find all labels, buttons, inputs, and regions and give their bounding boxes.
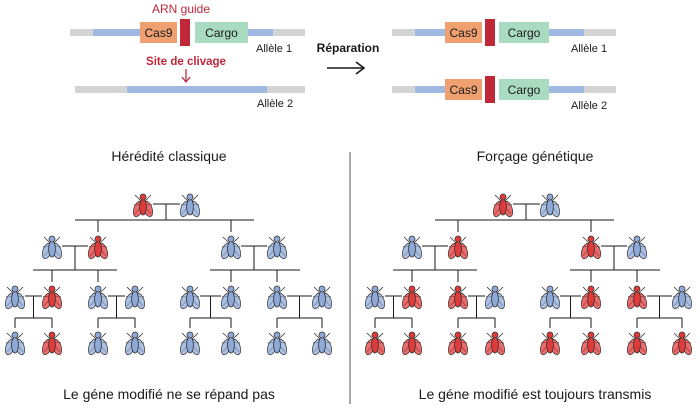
- cas9-label: Cas9: [449, 83, 477, 97]
- fly-icon-wild: [87, 285, 109, 310]
- fly-icon-modified: [626, 331, 648, 356]
- fly-icon-modified: [447, 331, 469, 356]
- fly-icon-wild: [539, 285, 561, 310]
- fly-icon-modified: [580, 331, 602, 356]
- dna-blue-left: [93, 29, 140, 36]
- fly-icon-wild: [266, 285, 288, 310]
- cas9-label: Cas9: [449, 26, 477, 40]
- dna-grey-right: [273, 29, 305, 36]
- allele-2-label: Allèle 2: [571, 100, 607, 112]
- fly-icon-wild: [220, 331, 242, 356]
- left-panel-caption: Le géne modifié ne se répand pas: [63, 386, 275, 402]
- dna-grey-left: [75, 86, 127, 93]
- classic-inheritance-pedigree: [4, 193, 333, 356]
- fly-icon-wild: [266, 235, 288, 260]
- repair-arrow: Réparation: [317, 41, 380, 75]
- fly-icon-modified: [364, 331, 386, 356]
- dna-grey-left: [70, 29, 93, 36]
- cargo-box: [499, 22, 549, 43]
- fly-icon-wild: [626, 235, 648, 260]
- dna-grey-left: [392, 86, 415, 93]
- fly-icon-wild: [220, 285, 242, 310]
- fly-icon-modified: [492, 193, 514, 218]
- fly-icon-modified: [401, 285, 423, 310]
- fly-icon-wild: [179, 285, 201, 310]
- right-panel-title: Forçage génétique: [477, 148, 594, 164]
- cargo-label: Cargo: [205, 26, 238, 40]
- fly-icon-modified: [626, 285, 648, 310]
- fly-icon-wild: [364, 285, 386, 310]
- guide-rna-box: [180, 19, 190, 46]
- cargo-label: Cargo: [508, 83, 541, 97]
- fly-icon-modified: [401, 331, 423, 356]
- fly-icon-wild: [671, 285, 693, 310]
- fly-icon-modified: [87, 235, 109, 260]
- cargo-label: Cargo: [508, 26, 541, 40]
- cas9-label: Cas9: [144, 26, 172, 40]
- allele-1-after: Cas9 Cargo Allèle 1: [392, 19, 616, 55]
- dna-blue-left: [415, 29, 445, 36]
- dna-blue-middle: [127, 86, 267, 93]
- dna-blue-right: [248, 29, 273, 36]
- fly-icon-wild: [4, 285, 26, 310]
- fly-icon-wild: [124, 331, 146, 356]
- allele-1-label: Allèle 1: [571, 43, 607, 55]
- fly-icon-wild: [311, 331, 333, 356]
- dna-blue-right: [549, 29, 584, 36]
- repair-label: Réparation: [317, 41, 380, 55]
- cargo-box: [499, 79, 549, 100]
- right-panel-caption: Le géne modifié est toujours transmis: [419, 386, 652, 402]
- fly-icon-modified: [447, 285, 469, 310]
- dna-blue-right: [549, 86, 584, 93]
- gene-drive-pedigree: [364, 193, 693, 356]
- dna-grey-right: [584, 86, 616, 93]
- fly-icon-wild: [179, 193, 201, 218]
- fly-icon-wild: [41, 235, 63, 260]
- cleavage-arrow-head: [181, 76, 191, 84]
- fly-icon-wild: [179, 331, 201, 356]
- fly-icon-modified: [41, 331, 63, 356]
- fly-icon-wild: [484, 285, 506, 310]
- cargo-box: [195, 22, 248, 43]
- fly-icon-modified: [41, 285, 63, 310]
- guide-rna-box: [485, 19, 495, 46]
- fly-icon-modified: [484, 331, 506, 356]
- cas9-box: [140, 22, 177, 43]
- cas9-box: [445, 79, 482, 100]
- fly-icon-modified: [539, 331, 561, 356]
- cas9-box: [445, 22, 482, 43]
- fly-icon-wild: [124, 285, 146, 310]
- fly-icon-modified: [580, 285, 602, 310]
- guide-rna-label: ARN guide: [152, 2, 210, 16]
- left-panel-title: Hérédité classique: [111, 148, 226, 164]
- fly-icon-modified: [580, 235, 602, 260]
- repair-arrow-head: [355, 61, 366, 75]
- fly-icon-wild: [401, 235, 423, 260]
- allele-2-label: Allèle 2: [257, 98, 293, 110]
- allele-2-before: Site de clivage Allèle 2: [75, 56, 305, 110]
- dna-blue-left: [415, 86, 445, 93]
- cleavage-site-label: Site de clivage: [146, 56, 226, 68]
- fly-icon-modified: [132, 193, 154, 218]
- dna-grey-left: [392, 29, 415, 36]
- fly-icon-wild: [4, 331, 26, 356]
- allele-1-label: Allèle 1: [256, 43, 292, 55]
- allele-1-before: Cas9 Cargo ARN guide Allèle 1: [70, 2, 305, 55]
- fly-icon-modified: [447, 235, 469, 260]
- allele-2-after: Cas9 Cargo Allèle 2: [392, 76, 616, 112]
- dna-grey-right: [584, 29, 616, 36]
- fly-icon-modified: [671, 331, 693, 356]
- guide-rna-box: [485, 76, 495, 103]
- fly-icon-wild: [266, 331, 288, 356]
- fly-icon-wild: [311, 285, 333, 310]
- fly-icon-wild: [87, 331, 109, 356]
- fly-icon-wild: [539, 193, 561, 218]
- dna-grey-right: [267, 86, 305, 93]
- fly-icon-wild: [220, 235, 242, 260]
